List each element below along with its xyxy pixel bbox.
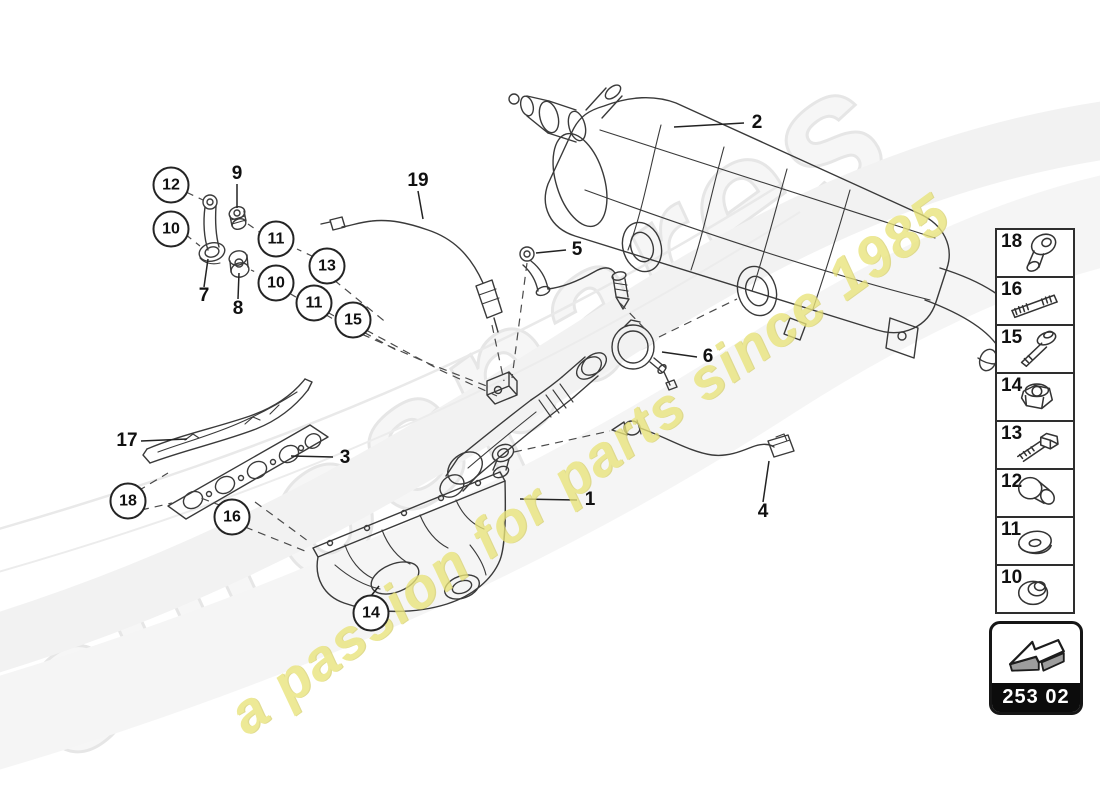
muffler-art	[508, 84, 1026, 372]
callout-label-4[interactable]: 4	[757, 501, 769, 522]
legend-item-number: 12	[1001, 471, 1023, 492]
oxygen-sensor-lower-art	[611, 419, 795, 458]
callout-circle-16[interactable]: 16	[213, 498, 251, 536]
callout-label-7[interactable]: 7	[198, 285, 210, 306]
diagram-code-label: 253 02	[992, 683, 1080, 712]
callout-label-17[interactable]: 17	[116, 430, 138, 451]
legend-item-16[interactable]: 16	[997, 276, 1073, 324]
legend-item-number: 11	[1001, 519, 1022, 540]
callout-circle-11[interactable]: 11	[257, 220, 295, 258]
callout-label-3[interactable]: 3	[339, 447, 351, 468]
exhaust-temperature-sensor-art	[320, 216, 503, 333]
callout-circle-12[interactable]: 12	[152, 166, 190, 204]
fastener-legend: 18 16 15 14 13 12 11 10	[995, 228, 1075, 614]
catalytic-converter-art	[439, 352, 608, 498]
callout-circle-11[interactable]: 11	[295, 284, 333, 322]
bracket-and-plugs-art	[198, 194, 250, 278]
callout-label-8[interactable]: 8	[232, 298, 244, 319]
legend-item-15[interactable]: 15	[997, 324, 1073, 372]
legend-item-12[interactable]: 12	[997, 468, 1073, 516]
flanged-screw-icon	[1020, 328, 1059, 368]
manifold-gasket-art	[167, 424, 329, 520]
diagram-arrow-area	[992, 624, 1080, 683]
legend-item-number: 10	[1001, 567, 1023, 588]
callout-leader-lines	[140, 122, 770, 597]
legend-item-number: 18	[1001, 231, 1023, 252]
legend-item-18[interactable]: 18	[997, 230, 1073, 276]
legend-item-11[interactable]: 11	[997, 516, 1073, 564]
callout-circle-10[interactable]: 10	[152, 210, 190, 248]
spacer-sleeve-icon	[1017, 476, 1058, 508]
exhaust-clamp-art	[611, 319, 678, 391]
legend-item-number: 15	[1001, 327, 1023, 348]
button-head-screw-icon	[1024, 230, 1060, 274]
grommet-icon	[1017, 580, 1049, 606]
legend-item-13[interactable]: 13	[997, 420, 1073, 468]
washer-icon	[1016, 528, 1054, 556]
callout-circle-10[interactable]: 10	[257, 264, 295, 302]
legend-item-10[interactable]: 10	[997, 564, 1073, 612]
heat-shield-art	[142, 378, 313, 464]
legend-item-number: 14	[1001, 375, 1023, 396]
legend-item-14[interactable]: 14	[997, 372, 1073, 420]
legend-item-number: 16	[1001, 279, 1023, 300]
legend-item-number: 13	[1001, 423, 1023, 444]
callout-label-1[interactable]: 1	[584, 489, 596, 510]
callout-circle-13[interactable]: 13	[308, 247, 346, 285]
previous-diagram-arrow-icon	[1008, 638, 1065, 672]
callout-circle-18[interactable]: 18	[109, 482, 147, 520]
diagram-code-box[interactable]: 253 02	[989, 621, 1083, 715]
hex-bolt-icon	[1016, 432, 1059, 463]
callout-circle-15[interactable]: 15	[334, 301, 372, 339]
callout-label-2[interactable]: 2	[751, 112, 763, 133]
callout-label-19[interactable]: 19	[407, 170, 429, 191]
callout-label-9[interactable]: 9	[231, 163, 243, 184]
oxygen-sensor-upper-art	[519, 246, 630, 310]
callout-label-6[interactable]: 6	[702, 346, 714, 367]
stud-icon	[1011, 294, 1058, 319]
callout-label-5[interactable]: 5	[571, 239, 583, 260]
callout-circle-14[interactable]: 14	[352, 594, 390, 632]
lock-nut-icon	[1020, 383, 1054, 410]
